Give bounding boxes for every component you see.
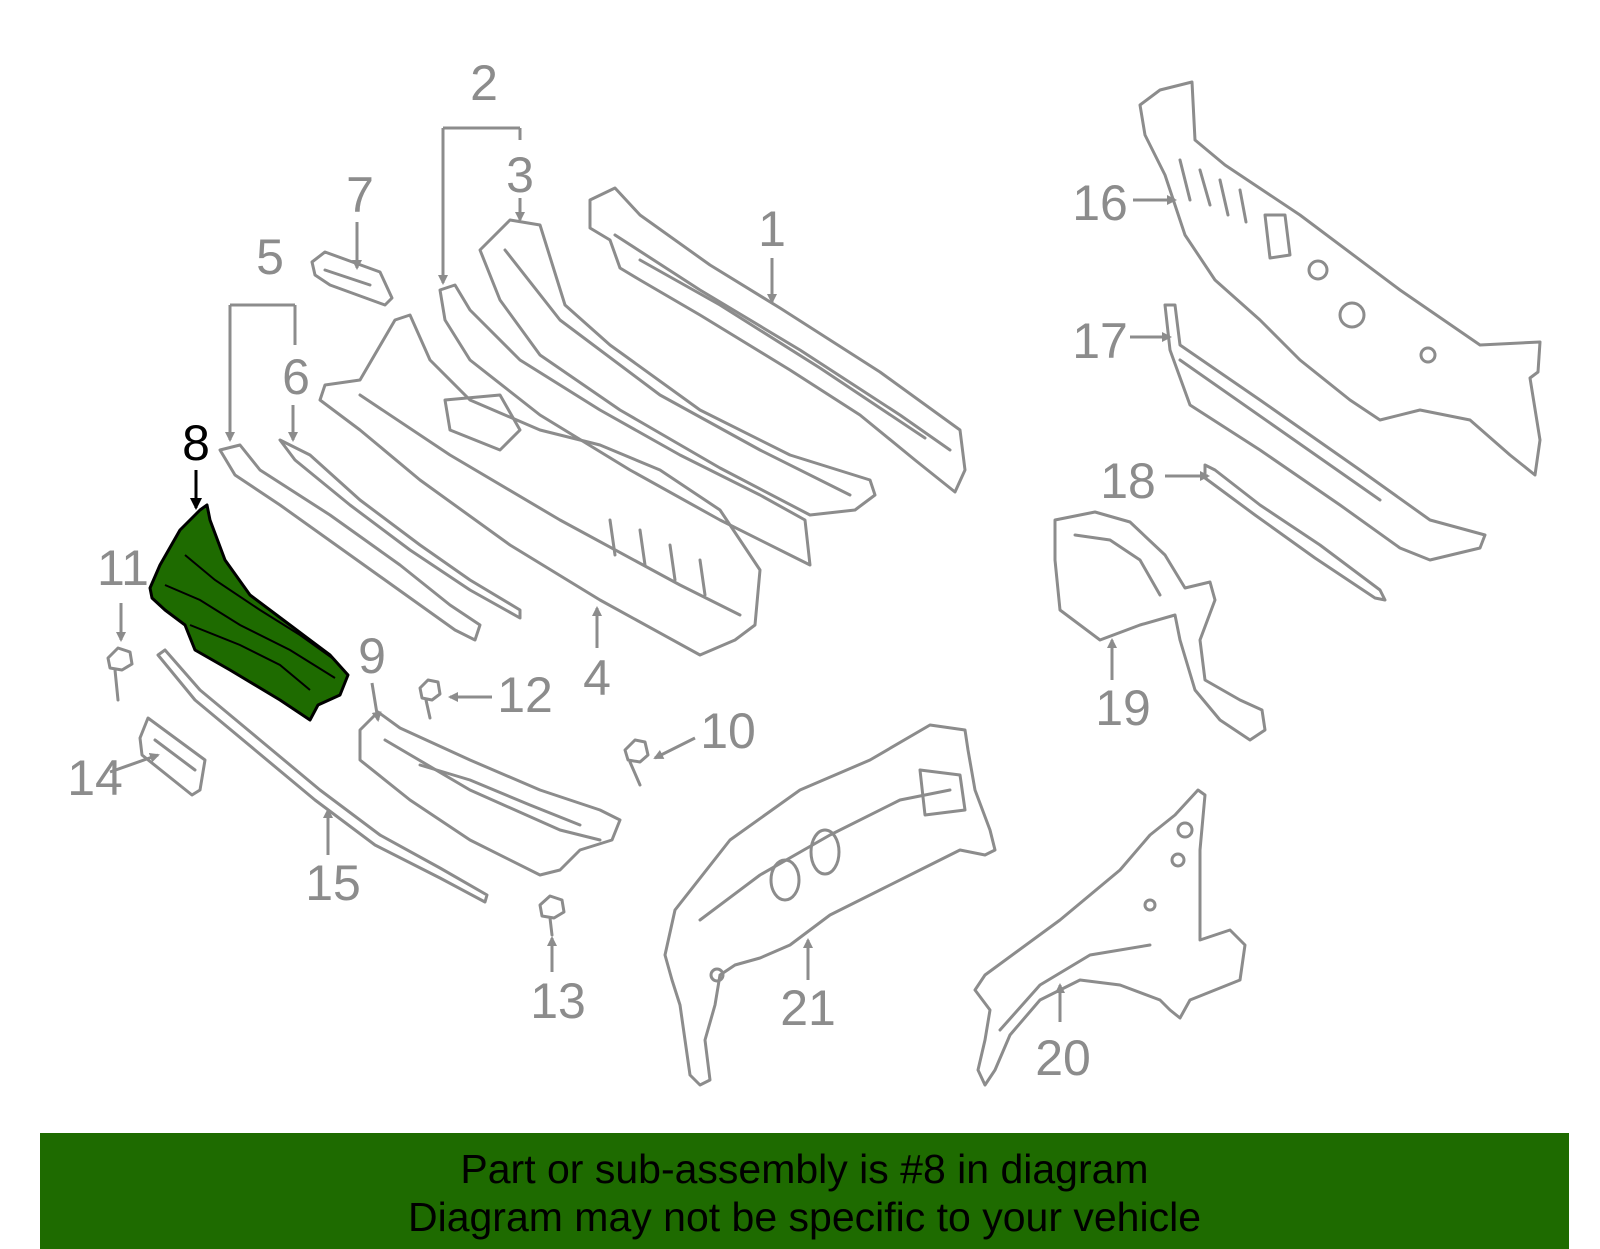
part-5-seal[interactable]: [218, 443, 482, 642]
info-banner: Part or sub-assembly is #8 in diagram Di…: [40, 1133, 1569, 1249]
callout-18: 18: [1100, 453, 1156, 509]
leader-9: [370, 682, 382, 722]
part-7-bracket[interactable]: [310, 250, 394, 307]
callout-8: 8: [182, 415, 210, 471]
part-12-clip[interactable]: [418, 678, 442, 720]
callout-9: 9: [358, 628, 386, 684]
callout-20: 20: [1035, 1030, 1091, 1086]
part-15-seal-strip[interactable]: [156, 648, 489, 904]
part-21-side-apron[interactable]: [663, 723, 997, 1087]
leader-5: [230, 303, 295, 440]
part-14-plate[interactable]: [138, 716, 207, 797]
callout-11: 11: [97, 540, 149, 596]
part-11-bolt[interactable]: [106, 646, 134, 702]
part-6-seal[interactable]: [278, 438, 522, 620]
callout-5: 5: [256, 229, 284, 285]
callout-12: 12: [497, 667, 553, 723]
callout-21: 21: [780, 980, 836, 1036]
leader-2: [443, 126, 520, 283]
callout-2: 2: [470, 55, 498, 111]
part-8-cowl-top-highlighted[interactable]: [148, 503, 350, 722]
part-9-cowl-lower[interactable]: [358, 710, 622, 877]
part-1-cowl-panel[interactable]: [588, 186, 967, 494]
leader-10: [653, 736, 696, 760]
callout-16: 16: [1072, 175, 1128, 231]
callout-4: 4: [583, 650, 611, 706]
part-3-cowl-grille[interactable]: [438, 218, 877, 567]
part-19-reinforcement[interactable]: [1053, 510, 1267, 742]
part-16-dash-panel[interactable]: [1138, 80, 1542, 477]
callout-7: 7: [346, 167, 374, 223]
banner-line-2: Diagram may not be specific to your vehi…: [407, 1194, 1201, 1240]
callout-10: 10: [700, 703, 756, 759]
part-4-cowl-inner[interactable]: [318, 313, 762, 657]
part-20-apron[interactable]: [973, 788, 1247, 1087]
banner-line-1: Part or sub-assembly is #8 in diagram: [460, 1146, 1149, 1192]
leader-14: [109, 752, 160, 774]
callout-13: 13: [530, 973, 586, 1029]
callout-17: 17: [1072, 313, 1128, 369]
callout-19: 19: [1095, 680, 1151, 736]
part-13-bolt[interactable]: [538, 894, 566, 937]
part-18-strip[interactable]: [1203, 463, 1387, 602]
callout-15: 15: [305, 855, 361, 911]
part-10-clip[interactable]: [623, 738, 650, 787]
callout-3: 3: [506, 147, 534, 203]
callout-14: 14: [67, 750, 123, 806]
callout-6: 6: [282, 349, 310, 405]
callout-1: 1: [758, 201, 786, 257]
part-17-dash-strip[interactable]: [1163, 303, 1487, 562]
